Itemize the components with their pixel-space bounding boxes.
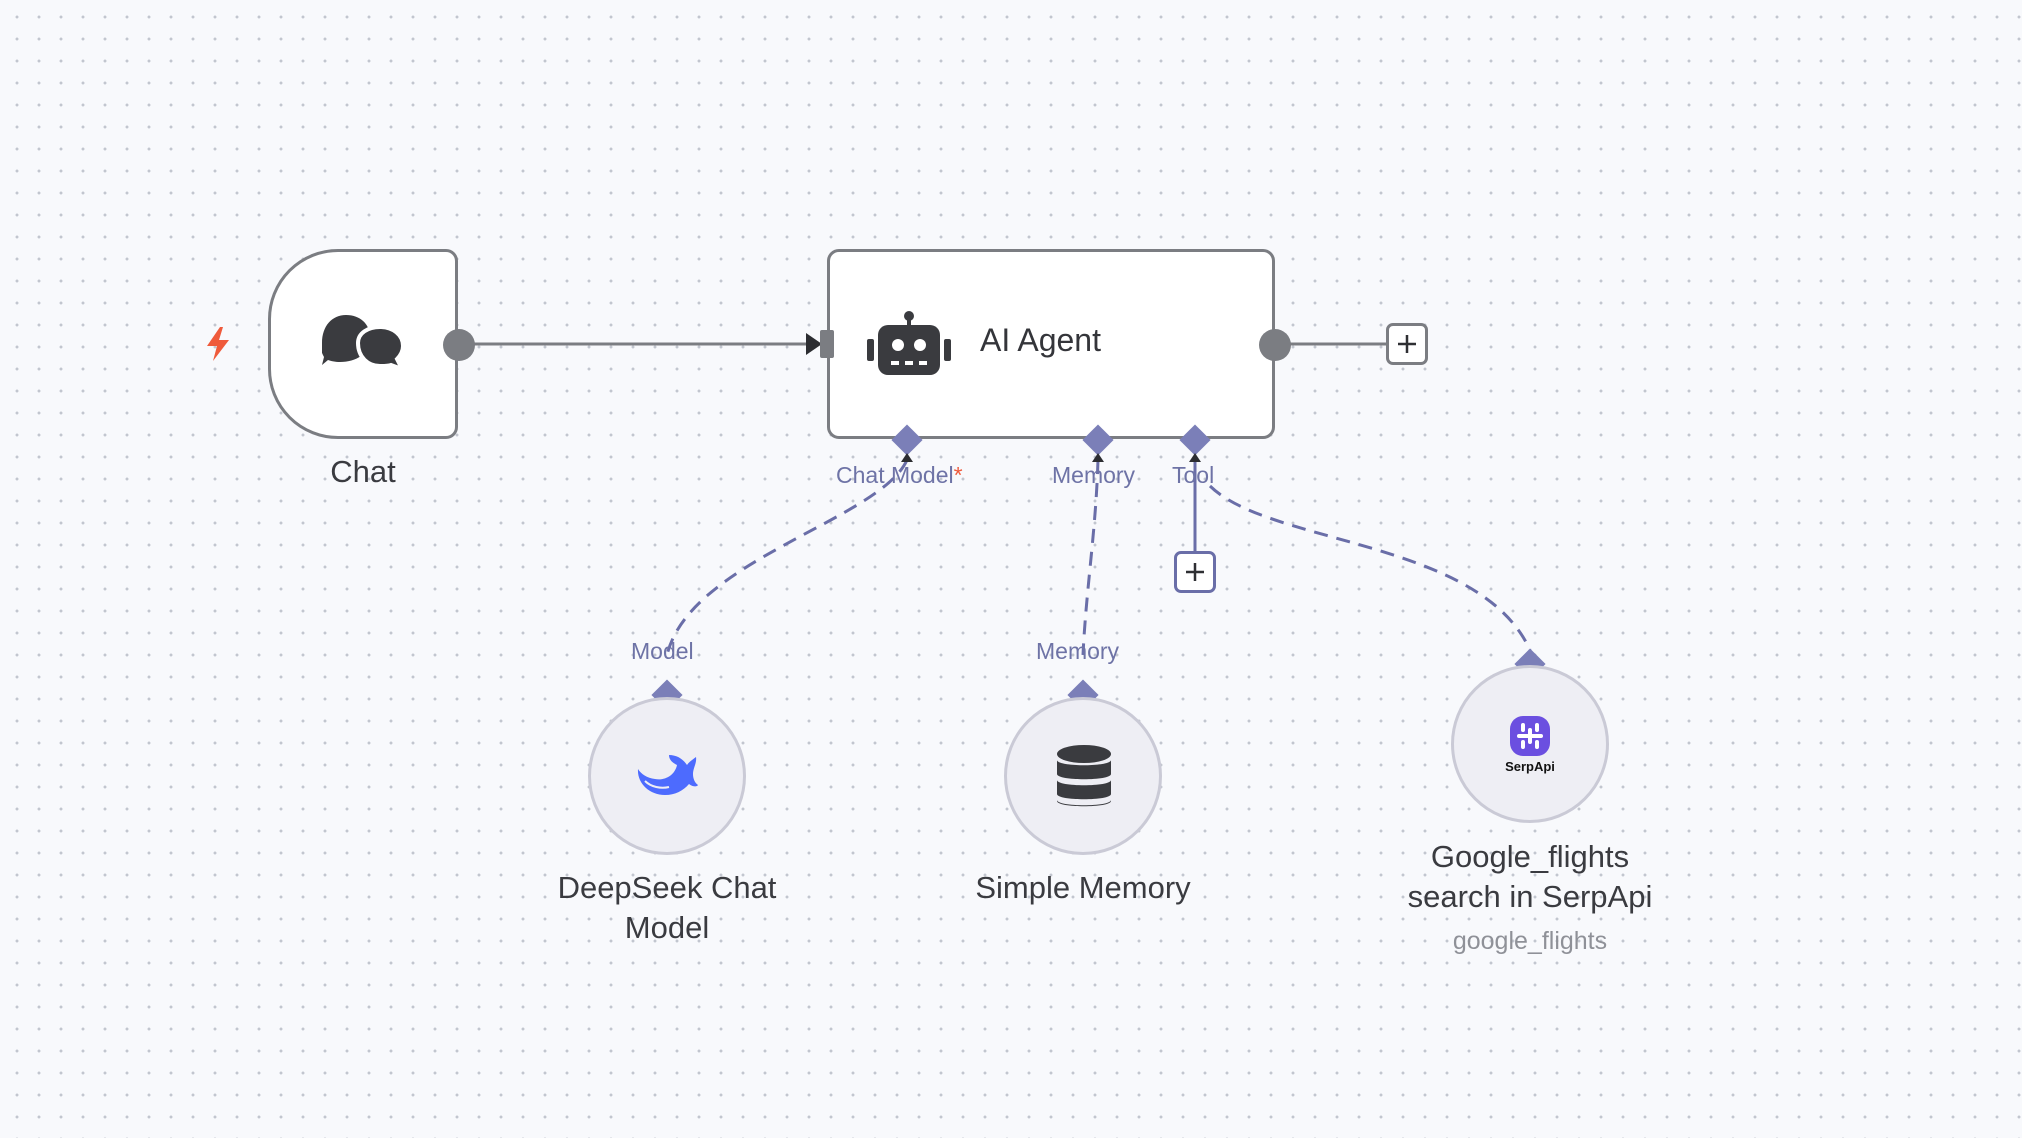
port-caret-icon bbox=[1092, 453, 1104, 462]
chat-model-port-label: Chat Model* bbox=[836, 462, 963, 488]
port-caret-icon bbox=[901, 453, 913, 462]
trigger-bolt-icon bbox=[207, 327, 229, 361]
serpapi-logo-text: SerpApi bbox=[1505, 759, 1555, 774]
plus-icon bbox=[1398, 335, 1416, 353]
google-flights-serpapi-node[interactable]: SerpApi bbox=[1451, 665, 1609, 823]
connection-arrow-head bbox=[806, 333, 822, 355]
chat-output-handle[interactable] bbox=[442, 328, 476, 362]
simple-memory-node[interactable] bbox=[1004, 697, 1162, 855]
chat-model-connection[interactable] bbox=[665, 459, 909, 656]
robot-icon bbox=[867, 311, 951, 375]
chat-model-port-handle[interactable] bbox=[889, 422, 925, 458]
agent-add-next-node-button[interactable] bbox=[1386, 323, 1428, 365]
tool-port-label: Tool bbox=[1172, 462, 1215, 488]
tool-connection[interactable] bbox=[1208, 484, 1532, 651]
chat-bubbles-icon bbox=[322, 315, 406, 373]
serpapi-node-subtitle: google_flights bbox=[1452, 927, 1608, 955]
plus-icon bbox=[1186, 563, 1204, 581]
deepseek-model-port-label: Model bbox=[631, 638, 694, 664]
ai-agent-node[interactable]: AI Agent bbox=[827, 249, 1275, 439]
agent-output-handle[interactable] bbox=[1258, 328, 1292, 362]
port-caret-icon bbox=[1189, 453, 1201, 462]
deepseek-whale-icon bbox=[637, 755, 698, 795]
simple-memory-node-label: Simple Memory bbox=[975, 870, 1191, 905]
simple-memory-port-label: Memory bbox=[1036, 638, 1120, 664]
add-tool-button[interactable] bbox=[1174, 551, 1216, 593]
memory-connection[interactable] bbox=[1081, 459, 1100, 656]
deepseek-chat-model-node[interactable] bbox=[588, 697, 746, 855]
ai-agent-title: AI Agent bbox=[980, 322, 1101, 358]
chat-trigger-node[interactable] bbox=[268, 249, 458, 439]
memory-port-handle[interactable] bbox=[1080, 422, 1116, 458]
chat-node-label: Chat bbox=[330, 454, 396, 489]
agent-main-input-handle[interactable] bbox=[820, 330, 834, 358]
serpapi-logo-icon bbox=[1510, 716, 1550, 756]
database-icon bbox=[1057, 745, 1111, 807]
tool-port-handle[interactable] bbox=[1177, 422, 1213, 458]
serpapi-node-label: Google_flights search in SerpApi bbox=[1407, 839, 1653, 914]
memory-port-label: Memory bbox=[1052, 462, 1136, 488]
deepseek-node-label: DeepSeek Chat Model bbox=[557, 870, 777, 945]
